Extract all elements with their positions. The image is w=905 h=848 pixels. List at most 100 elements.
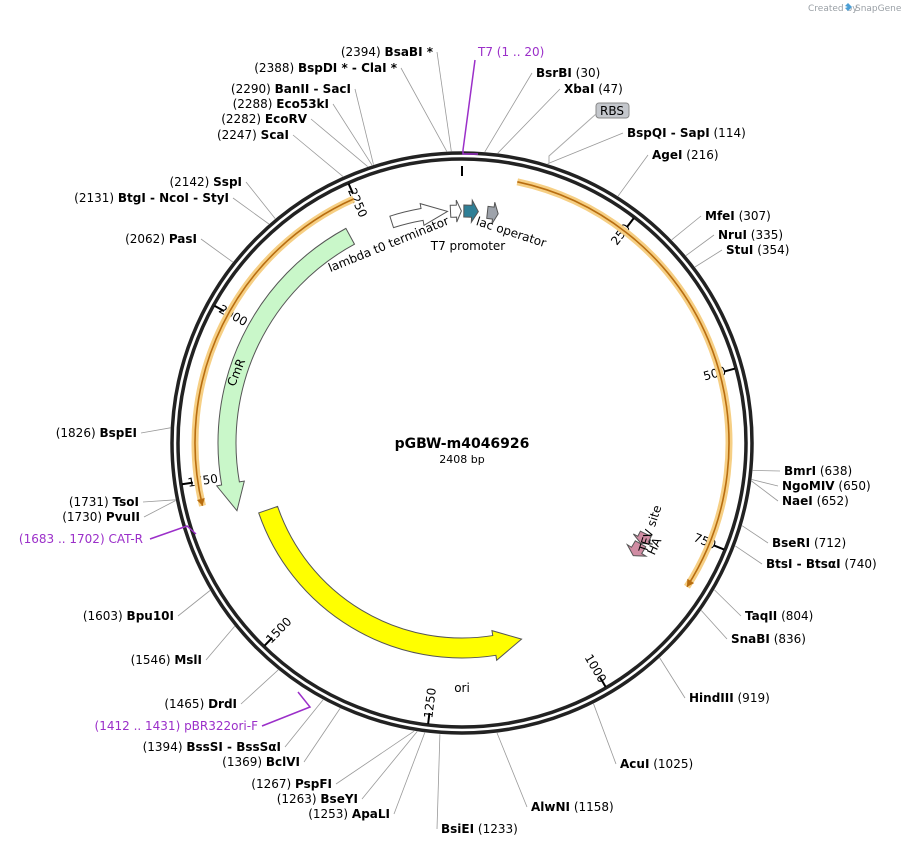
feature-ori[interactable] (258, 505, 523, 662)
site-position: (1465) (164, 697, 208, 711)
site-position: (1025) (649, 757, 693, 771)
tick-mark-750 (713, 544, 725, 551)
site-line-bclvi (303, 708, 341, 763)
orf-arrowhead-2 (196, 498, 205, 506)
site-line-bsiei (436, 734, 441, 830)
site-label-bmri[interactable]: BmrI (638) (784, 464, 852, 478)
site-position: (1730) (62, 510, 106, 524)
orf-line-1 (517, 181, 730, 588)
site-label-nrui[interactable]: NruI (335) (718, 228, 783, 242)
site-name: EcoRV (265, 112, 308, 126)
site-name: AgeI (652, 148, 682, 162)
site-line-pasi (200, 238, 234, 263)
site-label-bspei[interactable]: (1826) BspEI (56, 426, 137, 440)
site-position: (1267) (251, 777, 295, 791)
site-label-pspfi[interactable]: (1267) PspFI (251, 777, 332, 791)
feature-lac-operator[interactable] (463, 198, 479, 224)
site-label-agei[interactable]: AgeI (216) (652, 148, 719, 162)
site-label-alwni[interactable]: AlwNI (1158) (531, 800, 614, 814)
snapgene-logo-icon (845, 3, 852, 11)
site-line-naei (751, 480, 779, 502)
site-line-xbai (497, 88, 561, 154)
tick-label-1000: 1000 (582, 652, 610, 685)
site-label-pvuii[interactable]: (1730) PvuII (62, 510, 140, 524)
site-label-acui[interactable]: AcuI (1025) (620, 757, 693, 771)
site-label-bseyi[interactable]: (1263) BseYI (277, 792, 358, 806)
site-label-bpu10i[interactable]: (1603) Bpu10I (83, 609, 174, 623)
site-label-bsssi-bsss-i[interactable]: (1394) BssSI - BssSαI (143, 740, 281, 754)
site-name: TaqII (745, 609, 777, 623)
tick-mark-2250 (347, 183, 354, 195)
site-label-sspi[interactable]: (2142) SspI (169, 175, 242, 189)
site-position: (919) (734, 691, 770, 705)
site-line-ecorv (310, 118, 368, 167)
brand-text: SnapGene (855, 4, 902, 14)
site-position: (335) (747, 228, 783, 242)
site-label-mfei[interactable]: MfeI (307) (705, 209, 771, 223)
site-name: PasI (169, 232, 197, 246)
tick-label-1500: 1500 (263, 615, 294, 647)
site-label-bclvi[interactable]: (1369) BclVI (222, 755, 300, 769)
site-label-hindiii[interactable]: HindIII (919) (689, 691, 770, 705)
site-label-scai[interactable]: (2247) ScaI (217, 128, 289, 142)
backbone-outer (170, 151, 754, 735)
site-label-bseri[interactable]: BseRI (712) (772, 536, 846, 550)
site-position: (114) (710, 126, 746, 140)
site-name: NgoMIV (782, 479, 835, 493)
feature-tev-site[interactable] (632, 530, 654, 545)
site-label-bsrbi[interactable]: BsrBI (30) (536, 66, 600, 80)
site-label-bsiei[interactable]: BsiEI (1233) (441, 822, 518, 836)
feature-lambda-t0-terminator[interactable] (389, 202, 449, 229)
site-label-eco53ki[interactable]: (2288) Eco53kI (233, 97, 329, 111)
site-name: BanII - SacI (275, 82, 351, 96)
site-line-eco53ki (332, 103, 373, 166)
backbone-inner (176, 157, 748, 729)
site-label-ecorv[interactable]: (2282) EcoRV (221, 112, 308, 126)
site-label-xbai[interactable]: XbaI (47) (564, 82, 623, 96)
site-label-msli[interactable]: (1546) MslI (131, 653, 202, 667)
site-label-ngomiv[interactable]: NgoMIV (650) (782, 479, 871, 493)
site-label-naei[interactable]: NaeI (652) (782, 494, 849, 508)
site-position: (2131) (74, 191, 118, 205)
site-name: BtgI - NcoI - StyI (118, 191, 229, 205)
site-label-taqii[interactable]: TaqII (804) (745, 609, 813, 623)
site-label-pasi[interactable]: (2062) PasI (125, 232, 197, 246)
site-label-bsabi[interactable]: (2394) BsaBI * (341, 45, 434, 59)
primer-line-pbr322ori-f (261, 691, 312, 727)
site-label-btsi-bts-i[interactable]: BtsI - BtsαI (740) (766, 557, 877, 571)
site-position: (2247) (217, 128, 261, 142)
rbs-connector (548, 113, 597, 163)
site-label-drdi[interactable]: (1465) DrdI (164, 697, 237, 711)
site-line-acui (593, 703, 617, 765)
site-position: (47) (594, 82, 622, 96)
site-line-bspqi-sapi (547, 132, 624, 165)
site-line-stui (694, 249, 723, 268)
site-label-apali[interactable]: (1253) ApaLI (308, 807, 390, 821)
site-label-stui[interactable]: StuI (354) (726, 243, 789, 257)
site-name: MslI (174, 653, 202, 667)
site-label-btgi-ncoi-styi[interactable]: (2131) BtgI - NcoI - StyI (74, 191, 229, 205)
feature-label-t7-promoter: T7 promoter (430, 239, 506, 253)
site-label-snabi[interactable]: SnaBI (836) (731, 632, 806, 646)
tick-mark-250 (626, 217, 635, 228)
feature-cmr[interactable] (215, 227, 356, 512)
site-label-bspdi-clai[interactable]: (2388) BspDI * - ClaI * (254, 61, 397, 75)
site-label-banii-saci[interactable]: (2290) BanII - SacI (231, 82, 351, 96)
site-position: (1233) (474, 822, 518, 836)
rbs-label-box (595, 102, 630, 119)
feature-ha[interactable] (625, 540, 648, 557)
primer-name: T7 (477, 45, 497, 59)
primer-t7[interactable]: T7 (1 .. 20) (477, 45, 544, 59)
primer-cat-r[interactable]: (1683 .. 1702) CAT-R (19, 532, 143, 546)
primer-pbr322ori-f[interactable]: (1412 .. 1431) pBR322ori-F (95, 719, 259, 733)
site-name: BsaBI * (385, 45, 434, 59)
site-label-tsoi[interactable]: (1731) TsoI (69, 495, 139, 509)
site-line-msli (205, 625, 236, 661)
site-position: (2288) (233, 97, 277, 111)
site-name: NruI (718, 228, 747, 242)
site-label-bspqi-sapi[interactable]: BspQI - SapI (114) (627, 126, 746, 140)
feature-t7-promoter[interactable] (449, 199, 462, 223)
site-position: (2290) (231, 82, 275, 96)
site-line-bseri (741, 525, 769, 544)
feature-rbs[interactable] (486, 202, 499, 225)
